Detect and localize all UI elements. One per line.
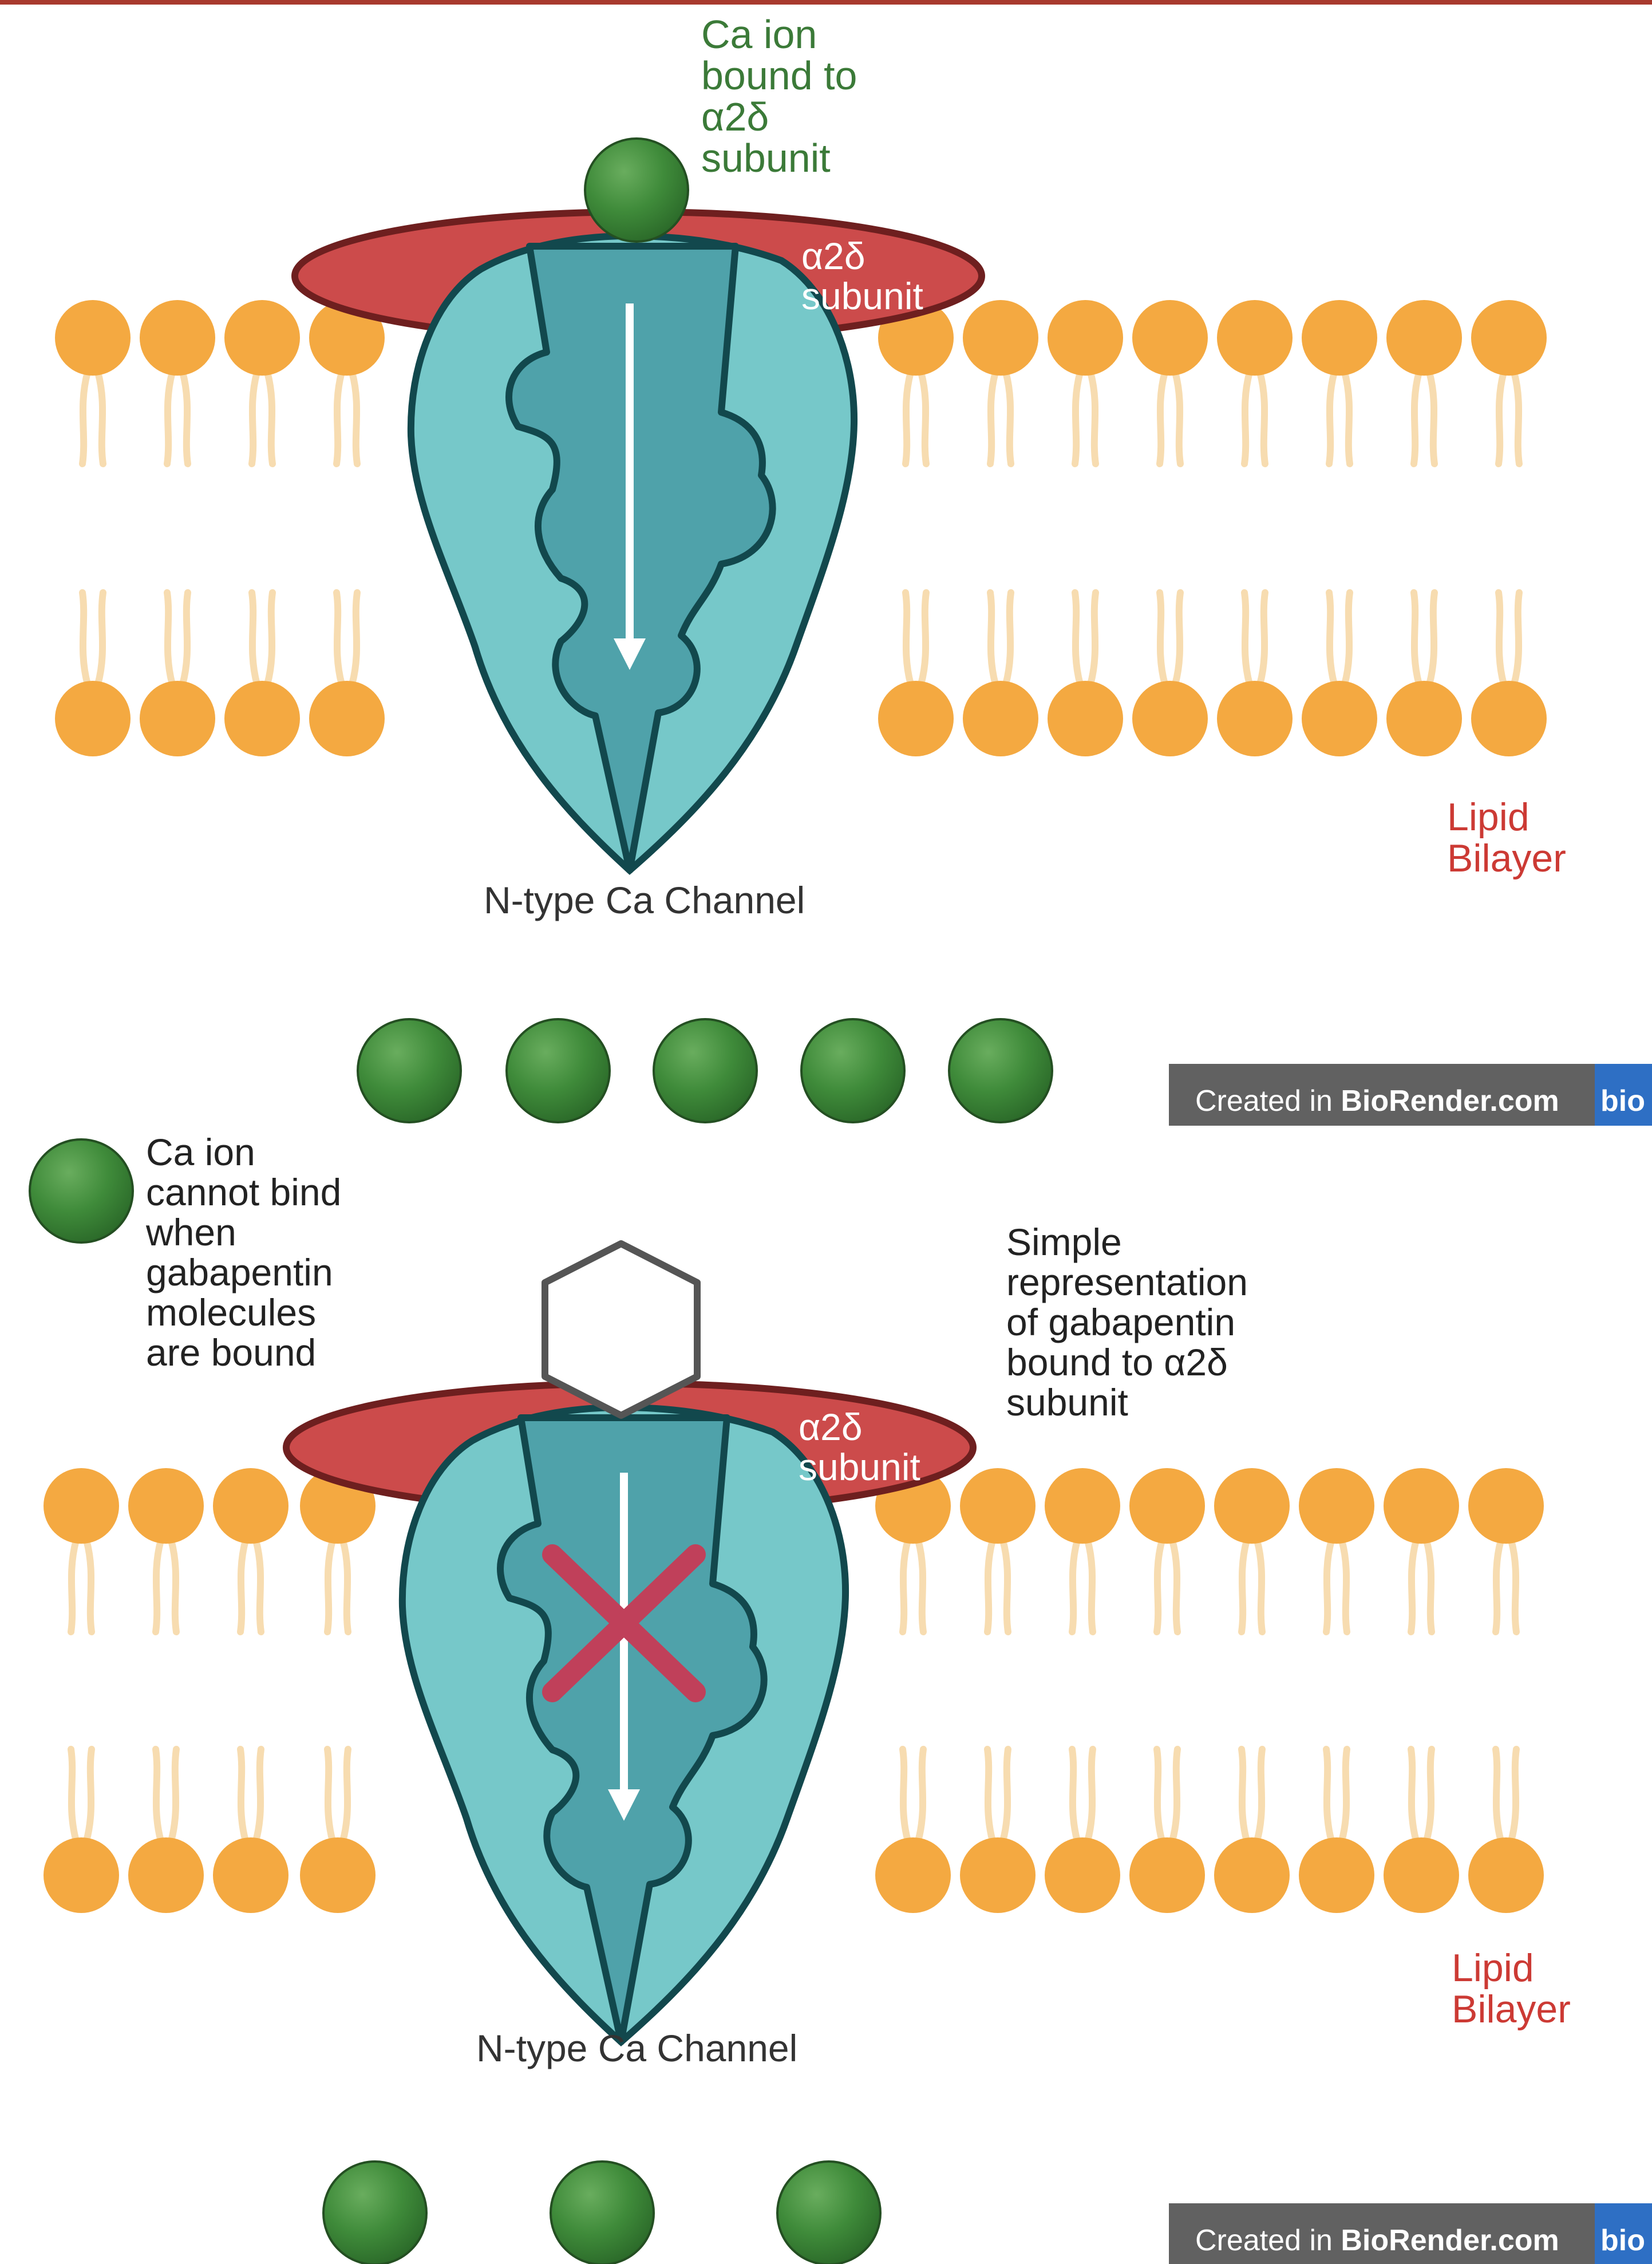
- channel-label: N-type Ca Channel: [484, 879, 805, 921]
- lipid-bilayer-label: Lipid Bilayer: [1452, 1946, 1571, 2031]
- svg-text:Created in BioRender.com: Created in BioRender.com: [1195, 2224, 1559, 2257]
- calcium-ion-icon: [507, 1019, 610, 1122]
- calcium-ion-icon: [654, 1019, 757, 1122]
- calcium-ion-icon: [801, 1019, 904, 1122]
- phospholipid: [140, 593, 215, 756]
- phospholipid: [1129, 1468, 1205, 1632]
- phospholipid: [1468, 1468, 1544, 1632]
- biorender-logo: bio: [1600, 1084, 1645, 1118]
- phospholipid: [1468, 1749, 1544, 1913]
- ca-ion-label: Ca ion bound to α2δ subunit: [701, 12, 868, 180]
- panel-gabapentin-bound: Ca ion cannot bind when gabapentin molec…: [30, 1131, 1652, 2264]
- phospholipid: [1132, 300, 1208, 464]
- phospholipid: [309, 300, 385, 464]
- phospholipid: [44, 1749, 119, 1913]
- phospholipid: [960, 1468, 1036, 1632]
- hexagon-icon: [545, 1244, 697, 1415]
- biorender-badge[interactable]: Created in BioRender.com bio: [1169, 2203, 1652, 2264]
- phospholipid: [44, 1468, 119, 1632]
- phospholipid: [1386, 300, 1462, 464]
- calcium-ion-icon: [585, 139, 688, 242]
- phospholipid: [309, 593, 385, 756]
- phospholipid: [1302, 593, 1377, 756]
- channel-label: N-type Ca Channel: [476, 2027, 797, 2069]
- free-calcium-ions: [323, 2162, 880, 2264]
- phospholipid: [128, 1749, 204, 1913]
- phospholipid: [1302, 300, 1377, 464]
- panel-ion-bound: Ca ion bound to α2δ subunit α2δ subunit …: [55, 12, 1652, 1126]
- phospholipid: [1217, 593, 1293, 756]
- phospholipid: [1214, 1468, 1290, 1632]
- biorender-logo: bio: [1600, 2224, 1645, 2257]
- calcium-ion-icon: [777, 2162, 880, 2264]
- phospholipid: [1471, 593, 1547, 756]
- phospholipid: [960, 1749, 1036, 1913]
- svg-text:Created in BioRender.com: Created in BioRender.com: [1195, 1084, 1559, 1118]
- phospholipid: [300, 1749, 376, 1913]
- phospholipid: [1132, 593, 1208, 756]
- phospholipid: [875, 1749, 951, 1913]
- phospholipid: [963, 593, 1038, 756]
- phospholipid: [224, 300, 300, 464]
- phospholipid: [213, 1468, 288, 1632]
- phospholipid: [213, 1749, 288, 1913]
- phospholipid: [128, 1468, 204, 1632]
- phospholipid: [300, 1468, 376, 1632]
- phospholipid: [878, 593, 954, 756]
- phospholipid: [1048, 593, 1123, 756]
- phospholipid: [1299, 1749, 1374, 1913]
- phospholipid: [963, 300, 1038, 464]
- phospholipid: [55, 300, 131, 464]
- phospholipid: [1386, 593, 1462, 756]
- calcium-ion-icon: [30, 1139, 133, 1243]
- phospholipid: [1045, 1468, 1120, 1632]
- phospholipid: [1384, 1468, 1459, 1632]
- phospholipid: [224, 593, 300, 756]
- phospholipid: [1129, 1749, 1205, 1913]
- gabapentin-label: Simple representation of gabapentin boun…: [1006, 1221, 1258, 1423]
- calcium-ion-icon: [949, 1019, 1052, 1122]
- phospholipid: [1045, 1749, 1120, 1913]
- phospholipid: [1299, 1468, 1374, 1632]
- lipid-bilayer-label: Lipid Bilayer: [1447, 795, 1566, 880]
- calcium-ion-icon: [358, 1019, 461, 1122]
- phospholipid: [1217, 300, 1293, 464]
- biorender-badge[interactable]: Created in BioRender.com bio: [1169, 1064, 1652, 1126]
- phospholipid: [55, 593, 131, 756]
- calcium-ion-icon: [323, 2162, 426, 2264]
- free-calcium-ions: [358, 1019, 1052, 1122]
- phospholipid: [878, 300, 954, 464]
- phospholipid: [1214, 1749, 1290, 1913]
- phospholipid: [140, 300, 215, 464]
- phospholipid: [1471, 300, 1547, 464]
- phospholipid: [1048, 300, 1123, 464]
- phospholipid: [1384, 1749, 1459, 1913]
- ca-ion-label: Ca ion cannot bind when gabapentin molec…: [145, 1131, 352, 1374]
- calcium-ion-icon: [551, 2162, 654, 2264]
